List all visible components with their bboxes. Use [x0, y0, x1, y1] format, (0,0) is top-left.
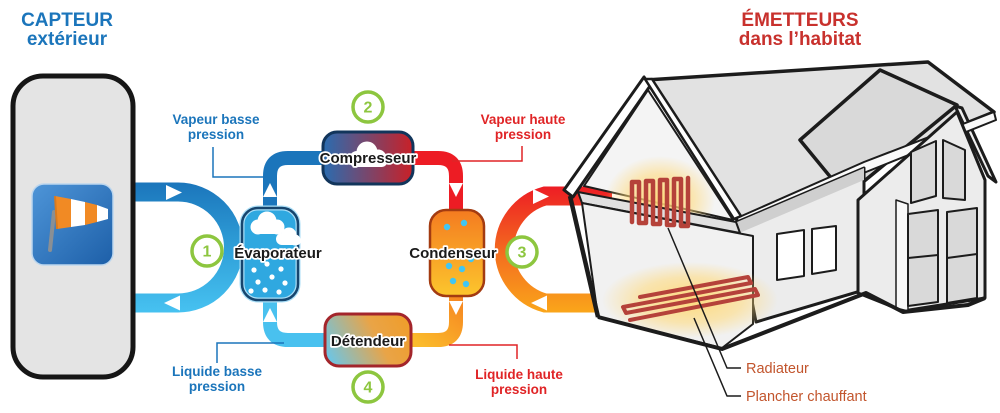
flow-arrow-icon — [533, 189, 549, 204]
floor-heating-coil — [621, 275, 760, 322]
droplets-icon — [441, 219, 475, 288]
radiator-label: Radiateur — [746, 361, 809, 377]
vapor-low-pressure-label: Vapeur basse pression — [172, 112, 266, 178]
step-circle-1: 1 — [190, 234, 224, 268]
evaporator-box — [239, 205, 301, 303]
window-mullion — [946, 253, 978, 259]
flow-arrow-icon — [263, 308, 277, 322]
leader-bracket — [452, 146, 523, 162]
window — [907, 209, 939, 307]
flow-arrow-icon — [449, 183, 463, 197]
house-bottom-edge — [597, 291, 986, 351]
label-line2: pression — [495, 127, 551, 142]
middle-wall-shadow — [737, 168, 864, 234]
liquid-low-pressure-label: Liquide basse pression — [172, 342, 284, 394]
step-circle-4: 4 — [351, 370, 385, 404]
windsock-icon — [31, 183, 114, 266]
liquid-high-pressure-label: Liquide haute pression — [449, 344, 563, 397]
label-line1: Liquide basse — [172, 364, 263, 379]
pipe-compressor-to-condenser — [410, 151, 463, 225]
label-line2: pression — [491, 382, 547, 397]
gable-right-band — [643, 77, 743, 221]
leader-bracket — [449, 344, 518, 359]
snowflakes-icon — [248, 261, 288, 295]
outdoor-sensor-box — [10, 73, 136, 380]
emetteurs-title-line2: dans l’habitat — [739, 29, 862, 50]
outdoor-loop-pipe — [125, 182, 243, 313]
capteur-title-line2: extérieur — [27, 29, 108, 50]
expansion-valve-box — [323, 312, 413, 368]
emetteurs-title-line1: ÉMETTEURS — [741, 9, 858, 31]
radiator-leader-line — [667, 227, 741, 369]
radiator-coil — [629, 175, 691, 229]
flow-arrow-icon — [449, 301, 463, 315]
pipe-condenser-to-expansion — [412, 285, 463, 347]
floor-heating-label: Plancher chauffant — [746, 389, 867, 405]
cloud-icon — [250, 211, 301, 246]
window-mullion — [907, 254, 939, 259]
pipe-expansion-to-evaporator — [263, 262, 325, 347]
leader-bracket — [216, 342, 284, 363]
house-illustration — [562, 60, 998, 397]
cloud-icon — [349, 141, 387, 167]
step-circle-3: 3 — [505, 235, 539, 269]
label-line2: pression — [189, 379, 245, 394]
step-number: 1 — [203, 244, 212, 261]
step-number: 2 — [364, 100, 373, 117]
pipe-evaporator-to-compressor — [263, 151, 325, 262]
step-number: 3 — [518, 245, 527, 262]
floor-heating-leader-line — [693, 317, 741, 397]
label-line1: Vapeur haute — [481, 112, 566, 127]
refrigerant-loop-pipes — [263, 151, 463, 347]
label-line1: Vapeur basse — [172, 112, 260, 127]
left-wall-edge — [567, 195, 601, 318]
flow-arrow-icon — [166, 185, 182, 200]
window — [776, 229, 805, 281]
vapor-high-pressure-label: Vapeur haute pression — [452, 112, 566, 162]
flow-arrow-icon — [263, 183, 277, 197]
label-line2: pression — [188, 127, 244, 142]
condenser-label: Condenseur — [409, 245, 497, 262]
window — [811, 225, 837, 275]
label-line1: Liquide haute — [475, 367, 563, 382]
window — [942, 139, 966, 201]
condenser-box — [428, 208, 486, 298]
corner-pillar — [895, 199, 909, 312]
capteur-title-line1: CAPTEUR — [21, 10, 113, 31]
indoor-loop-pipe — [494, 186, 612, 313]
step-number: 4 — [364, 380, 373, 397]
leader-bracket — [212, 147, 266, 178]
step-circle-2: 2 — [351, 90, 385, 124]
expansion-valve-label: Détendeur — [331, 333, 405, 350]
window — [910, 140, 937, 204]
compressor-label: Compresseur — [320, 150, 417, 167]
compressor-box — [321, 130, 415, 186]
flow-arrow-icon — [164, 295, 180, 311]
evaporator-label: Évaporateur — [234, 245, 322, 262]
flow-arrow-icon — [531, 295, 547, 311]
